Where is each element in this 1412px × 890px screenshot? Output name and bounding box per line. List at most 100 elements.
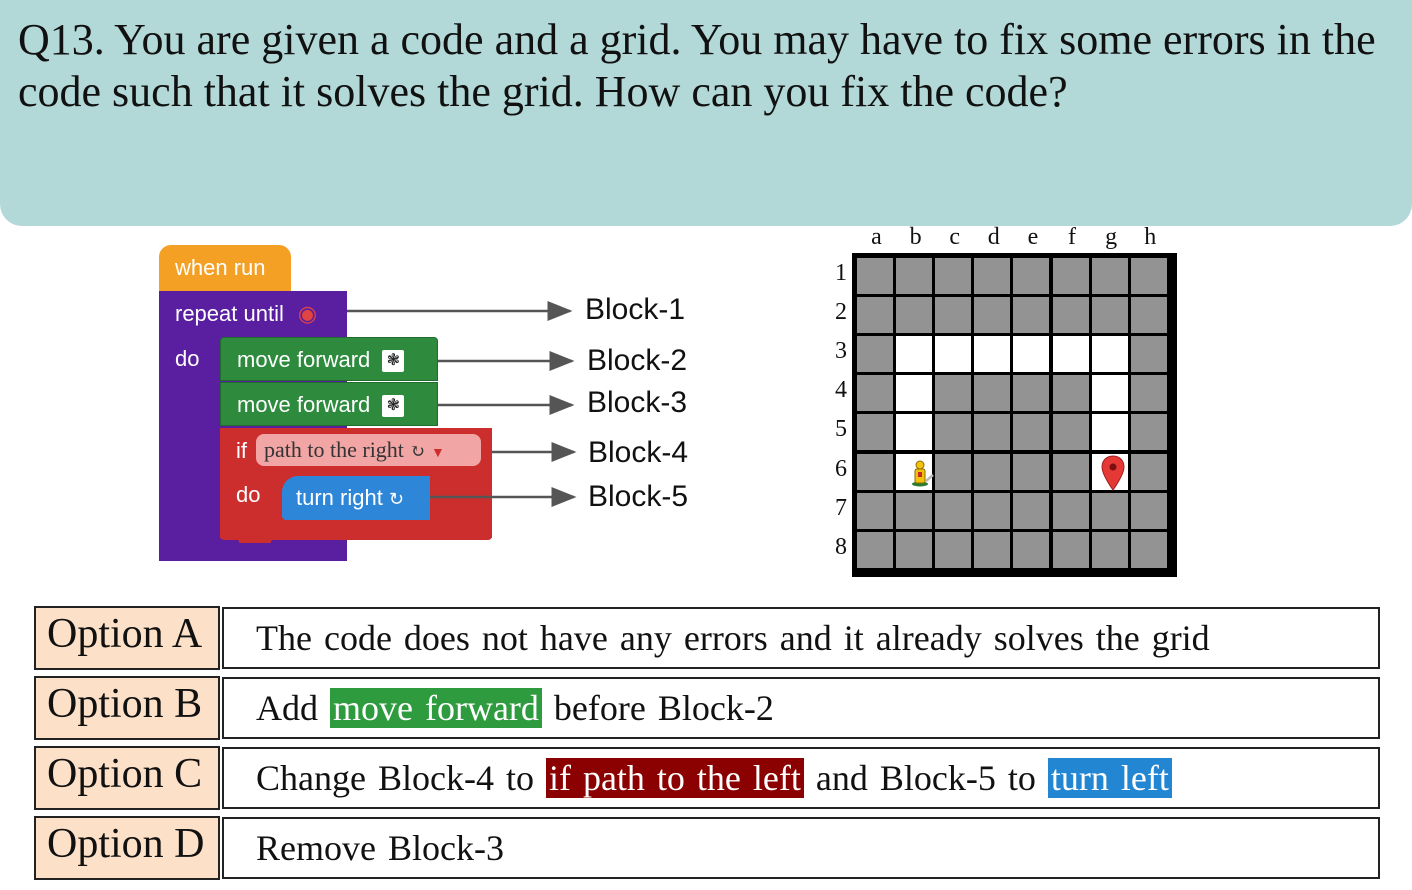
when-run-block: when run xyxy=(159,245,291,291)
grid-cell-wall xyxy=(974,297,1011,334)
grid-cell-wall xyxy=(935,375,972,412)
grid-cell-path xyxy=(1013,336,1050,373)
repeat-until-block: repeat until◉ xyxy=(159,291,347,337)
map-pin-icon xyxy=(1101,455,1125,491)
grid-cell-wall xyxy=(974,531,1011,568)
grid-row-label: 3 xyxy=(835,338,847,365)
grid-row-label: 6 xyxy=(835,455,847,482)
grid-cell-path xyxy=(1091,336,1128,373)
option-text[interactable]: Change Block-4 to if path to the left an… xyxy=(222,747,1380,809)
turn-right-block: turn right↻ xyxy=(282,476,430,520)
grid-cell-path xyxy=(1091,414,1128,451)
grid-cell-wall xyxy=(1130,453,1167,490)
option-label: Option D xyxy=(34,816,220,880)
question-text: Q13. You are given a code and a grid. Yo… xyxy=(18,15,1376,116)
grid-cell-wall xyxy=(1091,531,1128,568)
grid-row-label: 7 xyxy=(835,494,847,521)
option-text-part: The code does not have any errors and it… xyxy=(256,618,1210,658)
if-block-notch xyxy=(238,538,272,546)
grid-row-label: 1 xyxy=(835,260,847,286)
when-run-label: when run xyxy=(175,255,266,280)
grid-cell-wall xyxy=(857,414,893,451)
grid-column-label: c xyxy=(949,224,961,250)
grid-cell-wall xyxy=(935,453,972,490)
grid-cell-wall xyxy=(1091,258,1128,294)
grid-cell-wall xyxy=(1013,492,1050,529)
option-text-part: Add xyxy=(256,688,330,728)
grid-cell-wall xyxy=(1091,297,1128,334)
grid-cell-path xyxy=(896,375,933,412)
grid-cell-wall xyxy=(1091,492,1128,529)
block-label-1: Block-1 xyxy=(585,293,686,326)
grid-cell-wall xyxy=(974,258,1011,294)
option-text[interactable]: Remove Block-3 xyxy=(222,817,1380,879)
option-label: Option A xyxy=(34,606,220,670)
grid-cell-wall xyxy=(896,258,933,294)
grid-column-label: g xyxy=(1105,224,1118,250)
grid-cell-wall xyxy=(1013,258,1050,294)
grid-cell-wall xyxy=(1130,414,1167,451)
grid-cell-wall xyxy=(1130,492,1167,529)
grid-cell-wall xyxy=(1130,258,1167,294)
grid-row-label: 8 xyxy=(835,533,847,560)
repeat-do-label: do xyxy=(175,346,200,371)
grid-cell-wall xyxy=(896,297,933,334)
grid-row-label: 4 xyxy=(835,377,847,404)
block-label-2: Block-2 xyxy=(587,344,688,377)
grid-cell-wall xyxy=(857,531,893,568)
grid-cell-wall xyxy=(1130,336,1167,373)
grid-cell-wall xyxy=(1130,375,1167,412)
highlighted-code-block: if path to the left xyxy=(545,758,804,798)
option-text-part: before Block-2 xyxy=(541,688,774,728)
grid-cell-wall xyxy=(1013,531,1050,568)
grid-cell-wall xyxy=(857,336,893,373)
condition-label: path to the right xyxy=(264,437,404,462)
highlighted-code-block: turn left xyxy=(1047,758,1172,798)
grid-cell-wall xyxy=(1130,297,1167,334)
grid-cell-wall xyxy=(1013,453,1050,490)
grid-cell-wall xyxy=(935,297,972,334)
grid-cell-wall xyxy=(1052,453,1089,490)
grid-cell-wall xyxy=(1130,531,1167,568)
grid-cell-wall xyxy=(1052,531,1089,568)
grid-cell-wall xyxy=(857,375,893,412)
grid-cell-wall xyxy=(896,492,933,529)
block-label-4: Block-4 xyxy=(588,436,689,469)
option-text-part: and Block-5 to xyxy=(803,758,1048,798)
grid-cell-wall xyxy=(857,492,893,529)
footsteps-icon: ❃ xyxy=(382,350,405,372)
grid-row-label: 2 xyxy=(835,299,847,326)
move-forward-block-1: move forward❃ xyxy=(220,337,438,381)
grid-cell-wall xyxy=(857,258,893,294)
option-text[interactable]: The code does not have any errors and it… xyxy=(222,607,1380,669)
move-forward-block-2: move forward❃ xyxy=(220,382,438,426)
grid-cell-wall xyxy=(974,414,1011,451)
grid-cell-path xyxy=(1091,375,1128,412)
rotate-right-icon: ↻ xyxy=(409,441,426,461)
grid-cell-wall xyxy=(1013,375,1050,412)
grid-column-label: h xyxy=(1144,224,1157,250)
question-banner: Q13. You are given a code and a grid. Yo… xyxy=(0,0,1412,226)
grid-cell-wall xyxy=(857,297,893,334)
grid-cell-wall xyxy=(1013,297,1050,334)
if-label: if xyxy=(236,438,247,463)
footsteps-icon: ❃ xyxy=(382,395,405,417)
grid-cell-wall xyxy=(857,453,893,490)
grid-cell-wall xyxy=(896,531,933,568)
grid-column-label: f xyxy=(1068,224,1076,250)
grid-cell-path xyxy=(935,336,972,373)
grid-cell-path xyxy=(974,336,1011,373)
grid-column-label: e xyxy=(1027,224,1039,250)
grid-cell-wall xyxy=(1052,492,1089,529)
option-text[interactable]: Add move forward before Block-2 xyxy=(222,677,1380,739)
grid-cell-wall xyxy=(1052,258,1089,294)
block-label-5: Block-5 xyxy=(588,480,689,513)
highlighted-code-block: move forward xyxy=(330,688,542,728)
block-label-3: Block-3 xyxy=(587,386,688,419)
grid-cell-path xyxy=(896,414,933,451)
grid-column-label: d xyxy=(987,224,1000,250)
grid-cell-wall xyxy=(935,492,972,529)
avatar-icon xyxy=(912,460,934,487)
